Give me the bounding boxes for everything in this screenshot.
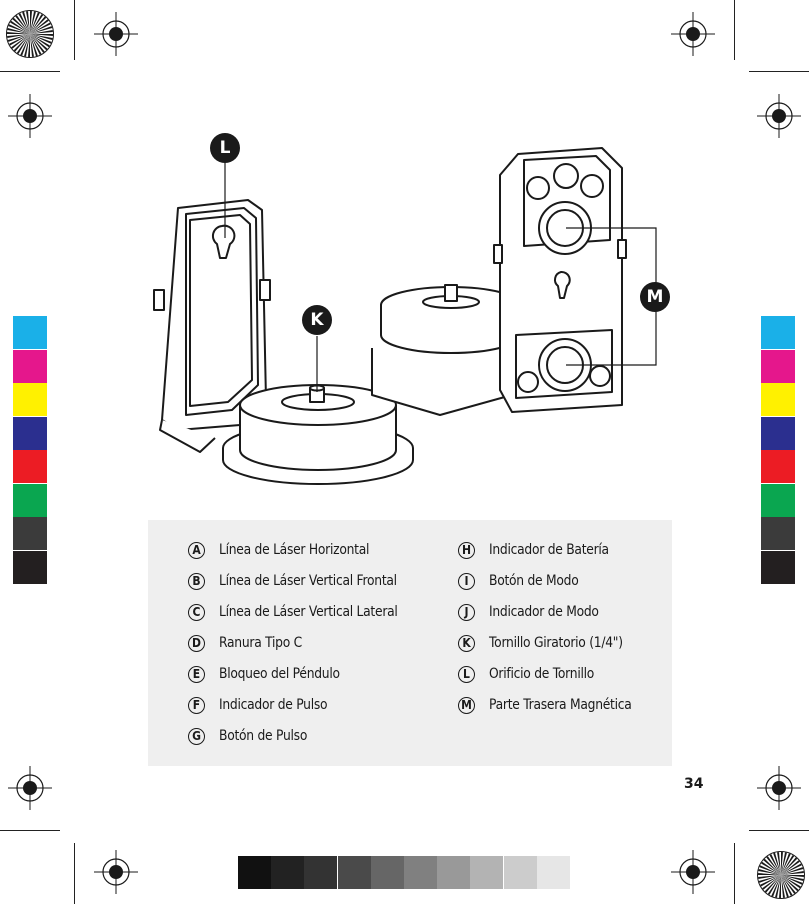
trim-mark <box>749 830 809 831</box>
legend-item-label: Botón de Modo <box>489 573 579 589</box>
gray-swatch <box>404 856 437 889</box>
legend-key-badge: B <box>188 572 205 590</box>
left-base <box>222 384 414 485</box>
registration-mark-icon <box>671 850 715 894</box>
color-swatch <box>13 349 47 383</box>
trim-mark <box>74 843 75 904</box>
legend-item: D Ranura Tipo C <box>188 632 313 654</box>
callout-l: L <box>210 133 240 163</box>
legend-key-badge: M <box>458 696 475 714</box>
registration-mark-icon <box>8 766 52 810</box>
legend-key-badge: E <box>188 665 205 683</box>
trim-mark <box>734 843 735 904</box>
legend-item-label: Indicador de Modo <box>489 604 599 620</box>
color-swatch <box>761 349 795 383</box>
legend-item: J Indicador de Modo <box>458 601 614 623</box>
legend-key-badge: G <box>188 727 205 745</box>
registration-mark-icon <box>94 850 138 894</box>
right-plate <box>493 147 627 413</box>
star-target-icon <box>6 10 54 58</box>
legend-key-badge: H <box>458 541 475 559</box>
legend-item-label: Línea de Láser Horizontal <box>219 542 370 558</box>
gray-swatch <box>470 856 504 889</box>
gray-swatch <box>337 856 371 889</box>
color-swatch <box>761 517 795 550</box>
legend-key-badge: F <box>188 696 205 714</box>
color-swatch <box>761 483 795 517</box>
legend-item-label: Botón de Pulso <box>219 728 308 744</box>
color-swatch <box>761 550 795 584</box>
legend-item-label: Línea de Láser Vertical Frontal <box>219 573 397 589</box>
legend-item: A Línea de Láser Horizontal <box>188 539 390 561</box>
legend-key-badge: J <box>458 603 475 621</box>
legend-item: C Línea de Láser Vertical Lateral <box>188 601 422 623</box>
color-swatch <box>13 416 47 450</box>
legend-item: G Botón de Pulso <box>188 725 319 747</box>
gray-swatch <box>503 856 537 889</box>
registration-mark-icon <box>757 766 801 810</box>
trim-mark <box>749 71 809 72</box>
legend-key-badge: D <box>188 634 205 652</box>
callout-m: M <box>640 282 670 312</box>
color-swatch <box>13 517 47 550</box>
legend-item: E Bloqueo del Péndulo <box>188 663 356 685</box>
legend-item-label: Orificio de Tornillo <box>489 666 595 682</box>
registration-mark-icon <box>757 94 801 138</box>
registration-mark-icon <box>8 94 52 138</box>
callout-k: K <box>302 305 332 335</box>
right-base <box>371 284 531 416</box>
legend-item-label: Ranura Tipo C <box>219 635 303 651</box>
legend-item-label: Línea de Láser Vertical Lateral <box>219 604 398 620</box>
legend-item: I Botón de Modo <box>458 570 591 592</box>
color-swatch <box>13 550 47 584</box>
trim-mark <box>74 0 75 60</box>
legend-key-badge: C <box>188 603 205 621</box>
color-swatch <box>761 416 795 450</box>
star-target-icon <box>757 851 805 899</box>
trim-mark <box>0 830 60 831</box>
color-swatch <box>761 450 795 483</box>
gray-swatch <box>238 856 271 889</box>
legend-item: M Parte Trasera Magnética <box>458 694 651 716</box>
color-swatch <box>761 383 795 416</box>
legend-item-label: Indicador de Pulso <box>219 697 328 713</box>
registration-mark-icon <box>94 12 138 56</box>
product-illustration <box>153 147 657 485</box>
gray-swatch <box>304 856 338 889</box>
legend-item: H Indicador de Batería <box>458 539 625 561</box>
legend-item: F Indicador de Pulso <box>188 694 342 716</box>
legend-key-badge: K <box>458 634 475 652</box>
gray-swatch <box>437 856 471 889</box>
legend-item: B Línea de Láser Vertical Frontal <box>188 570 421 592</box>
trim-mark <box>0 71 60 72</box>
legend-item: L Orificio de Tornillo <box>458 663 608 685</box>
color-swatch <box>13 450 47 483</box>
left-bracket <box>153 199 271 453</box>
registration-mark-icon <box>671 12 715 56</box>
color-swatch <box>13 483 47 517</box>
gray-swatch <box>271 856 305 889</box>
color-swatch <box>13 383 47 416</box>
gray-swatch <box>536 856 570 889</box>
trim-mark <box>734 0 735 60</box>
legend-key-badge: L <box>458 665 475 683</box>
legend-item-label: Indicador de Batería <box>489 542 609 558</box>
legend-key-badge: I <box>458 572 475 590</box>
color-swatch <box>13 316 47 349</box>
legend-key-badge: A <box>188 541 205 559</box>
legend-item-label: Bloqueo del Péndulo <box>219 666 340 682</box>
page-number: 34 <box>684 776 704 792</box>
legend-item: K Tornillo Giratorio (1/4") <box>458 632 641 654</box>
legend-item-label: Tornillo Giratorio (1/4") <box>489 635 623 651</box>
color-swatch <box>761 316 795 349</box>
gray-swatch <box>370 856 404 889</box>
legend-item-label: Parte Trasera Magnética <box>489 697 632 713</box>
